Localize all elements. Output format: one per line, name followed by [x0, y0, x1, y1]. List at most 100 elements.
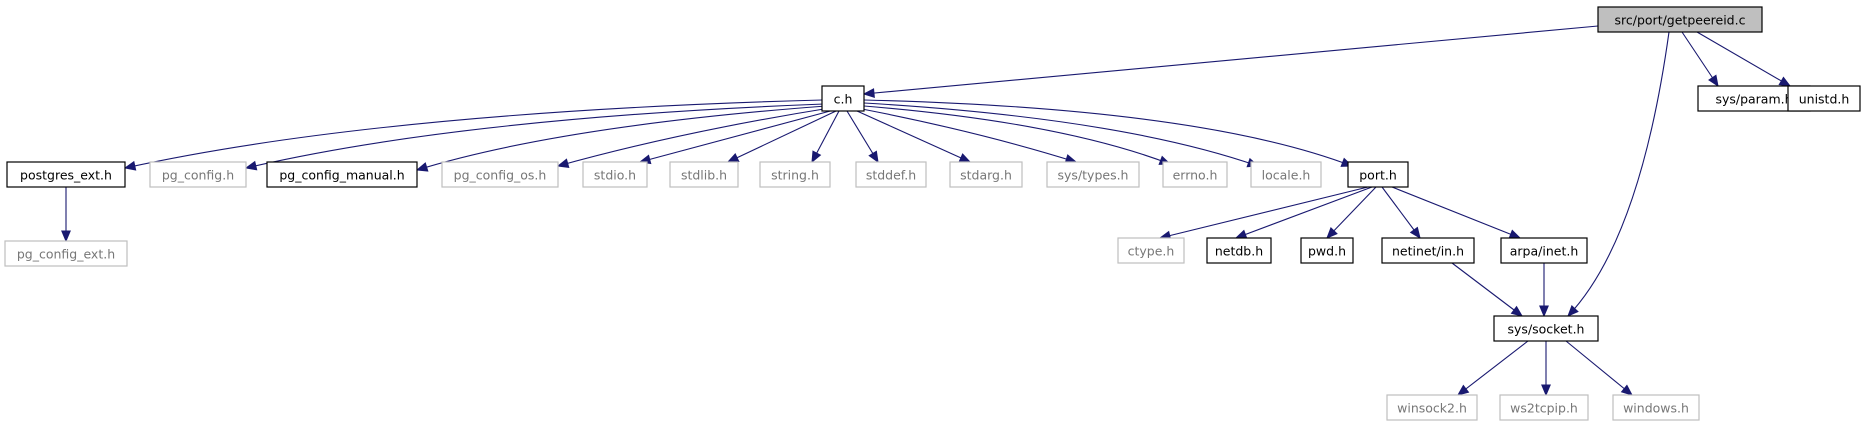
- arrowhead: [862, 88, 875, 98]
- edges-layer: [61, 25, 1792, 397]
- arrowhead: [1620, 384, 1633, 396]
- node-box: [1381, 237, 1475, 264]
- node-label: unistd.h: [1799, 92, 1850, 107]
- node-label: src/port/getpeereid.c: [1615, 13, 1746, 28]
- node-root[interactable]: src/port/getpeereid.c: [1597, 6, 1763, 33]
- node-port-h[interactable]: port.h: [1347, 161, 1409, 188]
- node-pg-config-manual-h[interactable]: pg_config_manual.h: [266, 161, 418, 188]
- edge-line: [1681, 31, 1719, 87]
- edge-root-to-unistd_h: [1696, 31, 1792, 87]
- arrowhead: [726, 153, 740, 163]
- edge-line: [1567, 31, 1670, 317]
- edge-port_h-to-pwd_h: [1326, 186, 1377, 239]
- edge-c_h-to-pg_config_h: [244, 103, 825, 171]
- node-arpa-inet-h[interactable]: arpa/inet.h: [1500, 237, 1588, 264]
- node-box: [1500, 237, 1588, 264]
- arrowhead: [1510, 305, 1524, 317]
- node-label: port.h: [1359, 168, 1397, 183]
- node-c-h[interactable]: c.h: [821, 85, 865, 112]
- edge-line: [863, 105, 1171, 165]
- node-pg-config-os-h: pg_config_os.h: [441, 161, 559, 188]
- edge-sys_socket_h-to-winsock2_h: [1456, 340, 1529, 396]
- edge-c_h-to-pg_config_manual_h: [415, 105, 827, 172]
- edge-port_h-to-arpa_inet_h: [1391, 186, 1522, 239]
- node-label: pg_config.h: [162, 168, 234, 183]
- node-box: [4, 240, 128, 267]
- edge-c_h-to-postgres_ext_h: [123, 99, 823, 171]
- node-box: [759, 161, 831, 188]
- node-box: [1787, 85, 1861, 112]
- node-box: [441, 161, 559, 188]
- arrowhead: [958, 153, 972, 163]
- edge-line: [1159, 186, 1369, 239]
- edge-line: [863, 99, 1353, 167]
- node-box: [6, 161, 126, 188]
- node-box: [266, 161, 418, 188]
- node-label: netinet/in.h: [1392, 244, 1464, 259]
- node-ws2tcpip-h: ws2tcpip.h: [1499, 394, 1589, 421]
- node-label: stdarg.h: [960, 168, 1012, 183]
- node-sys-types-h: sys/types.h: [1046, 161, 1140, 188]
- node-unistd-h[interactable]: unistd.h: [1787, 85, 1861, 112]
- edge-c_h-to-port_h: [863, 99, 1354, 167]
- arrowhead: [1409, 226, 1421, 240]
- edge-line: [245, 103, 825, 169]
- node-winsock2-h: winsock2.h: [1386, 394, 1478, 421]
- node-pg-config-ext-h: pg_config_ext.h: [4, 240, 128, 267]
- arrowhead: [123, 160, 137, 171]
- node-locale-h: locale.h: [1250, 161, 1322, 188]
- node-label: sys/types.h: [1058, 168, 1129, 183]
- node-label: pg_config_ext.h: [17, 247, 115, 262]
- edge-line: [1381, 186, 1421, 239]
- node-netdb-h[interactable]: netdb.h: [1206, 237, 1272, 264]
- arrowhead: [1778, 76, 1792, 87]
- node-netinet-in-h[interactable]: netinet/in.h: [1381, 237, 1475, 264]
- edge-postgres_ext_h-to-pg_config_ext_h: [61, 187, 71, 243]
- node-box: [1300, 237, 1354, 264]
- node-box: [1597, 6, 1763, 33]
- node-label: pwd.h: [1308, 244, 1346, 259]
- edge-root-to-c_h: [862, 25, 1599, 98]
- node-label: winsock2.h: [1397, 401, 1467, 416]
- edge-line: [863, 102, 1259, 167]
- edge-line: [557, 107, 831, 167]
- edge-line: [1696, 31, 1791, 87]
- node-stdio-h: stdio.h: [582, 161, 648, 188]
- edge-line: [639, 109, 835, 163]
- arrowhead: [1541, 384, 1551, 397]
- edge-line: [124, 99, 823, 169]
- node-windows-h: windows.h: [1612, 394, 1700, 421]
- node-label: stddef.h: [866, 168, 916, 183]
- edge-c_h-to-stdio_h: [638, 109, 835, 165]
- node-sys-socket-h[interactable]: sys/socket.h: [1493, 315, 1599, 342]
- arrowhead: [811, 150, 822, 164]
- edge-line: [727, 110, 837, 163]
- node-box: [1117, 237, 1185, 264]
- edge-c_h-to-string_h: [811, 110, 840, 164]
- node-label: ws2tcpip.h: [1510, 401, 1578, 416]
- arrowhead: [556, 158, 570, 168]
- arrowhead: [868, 150, 879, 164]
- node-ctype-h: ctype.h: [1117, 237, 1185, 264]
- arrowhead: [61, 230, 71, 243]
- node-label: sys/socket.h: [1508, 322, 1585, 337]
- node-string-h: string.h: [759, 161, 831, 188]
- node-box: [1499, 394, 1589, 421]
- node-postgres-ext-h[interactable]: postgres_ext.h: [6, 161, 126, 188]
- arrowhead: [415, 162, 429, 172]
- node-label: pg_config_os.h: [454, 168, 547, 183]
- node-stddef-h: stddef.h: [855, 161, 927, 188]
- edge-c_h-to-stddef_h: [846, 110, 879, 164]
- arrowhead: [244, 160, 258, 171]
- edge-arpa_inet_h-to-sys_socket_h: [1539, 263, 1549, 318]
- node-box: [1493, 315, 1599, 342]
- node-stdlib-h: stdlib.h: [669, 161, 739, 188]
- arrowhead: [1456, 384, 1470, 396]
- edge-line: [1451, 262, 1523, 317]
- node-box: [1386, 394, 1478, 421]
- node-box: [1162, 161, 1228, 188]
- node-pwd-h[interactable]: pwd.h: [1300, 237, 1354, 264]
- edge-line: [1457, 340, 1529, 396]
- node-box: [1206, 237, 1272, 264]
